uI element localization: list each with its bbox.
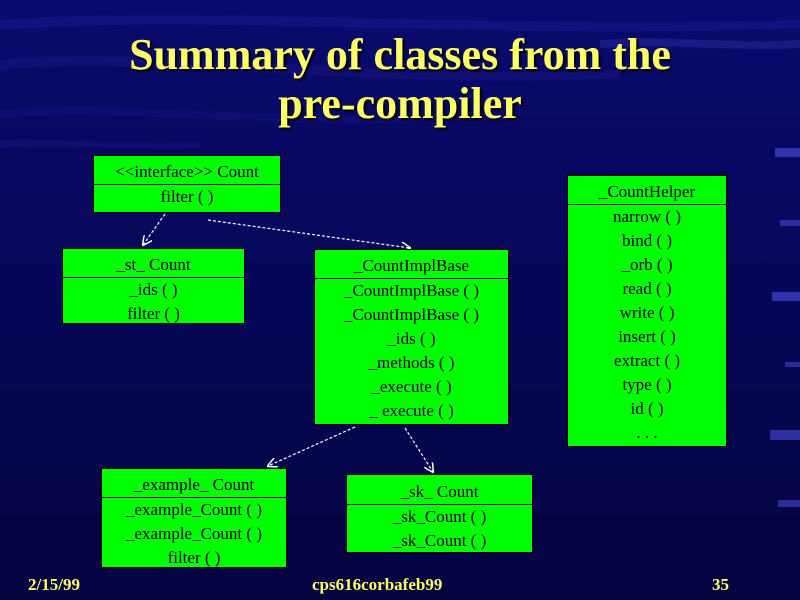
method-item: filter ( ) [160,187,214,206]
method-item: filter ( ) [127,304,180,323]
method-item: type ( ) [622,375,672,394]
class-name: _CountImplBase [315,254,508,279]
method-item: extract ( ) [613,351,681,370]
class-box-example-count: _example_ Count _example_Count ( ) _exam… [101,468,287,568]
arrow-impl-base-to-sk-count [404,427,433,472]
method-item: filter ( ) [167,548,221,567]
method-item: _sk_Count ( ) [392,531,487,550]
method-item: _CountImplBase ( ) [343,281,480,300]
class-name: _st_ Count [63,253,244,278]
footer-center-text: cps616corbafeb99 [312,575,443,594]
method-item: _example_Count ( ) [126,524,262,543]
method-item: insert ( ) [618,327,676,346]
arrow-count-to-impl-base [207,219,410,248]
class-name: _example_ Count [102,473,286,498]
footer-page-number: 35 [712,575,729,594]
arrow-count-to-st-count [143,213,166,245]
class-name: <<interface>> Count [94,160,280,185]
method-item: _ids ( ) [387,329,436,348]
method-item: _ids ( ) [129,280,178,299]
class-box-count-impl-base: _CountImplBase _CountImplBase ( ) _Count… [314,249,509,425]
footer-date: 2/15/99 [28,575,80,594]
method-item: read ( ) [622,279,672,298]
method-item: _methods ( ) [368,353,455,372]
arrow-impl-base-to-example [268,426,356,466]
class-box-sk-count: _sk_ Count _sk_Count ( ) _sk_Count ( ) [346,474,533,553]
class-name: _sk_ Count [347,480,532,505]
method-item: id ( ) [630,399,664,418]
class-box-count: <<interface>> Count filter ( ) [93,155,281,213]
slide-title: Summary of classes from the pre-compiler [40,30,760,128]
title-line-1: Summary of classes from the [129,30,671,79]
class-box-st-count: _st_ Count _ids ( ) filter ( ) [62,248,245,324]
method-item: _orb ( ) [621,255,673,274]
method-item: _sk_Count ( ) [392,507,487,526]
title-line-2: pre-compiler [278,79,522,128]
method-item: _ execute ( ) [369,401,454,420]
method-item: write ( ) [619,303,675,322]
method-item: . . . [636,423,658,442]
class-name: _CountHelper [568,180,726,205]
method-item: narrow ( ) [613,207,681,226]
method-item: _example_Count ( ) [126,500,262,519]
class-box-count-helper: _CountHelper narrow ( ) bind ( ) _orb ( … [567,175,727,447]
method-item: _CountImplBase ( ) [343,305,480,324]
method-item: _execute ( ) [371,377,452,396]
method-item: bind ( ) [621,231,673,250]
